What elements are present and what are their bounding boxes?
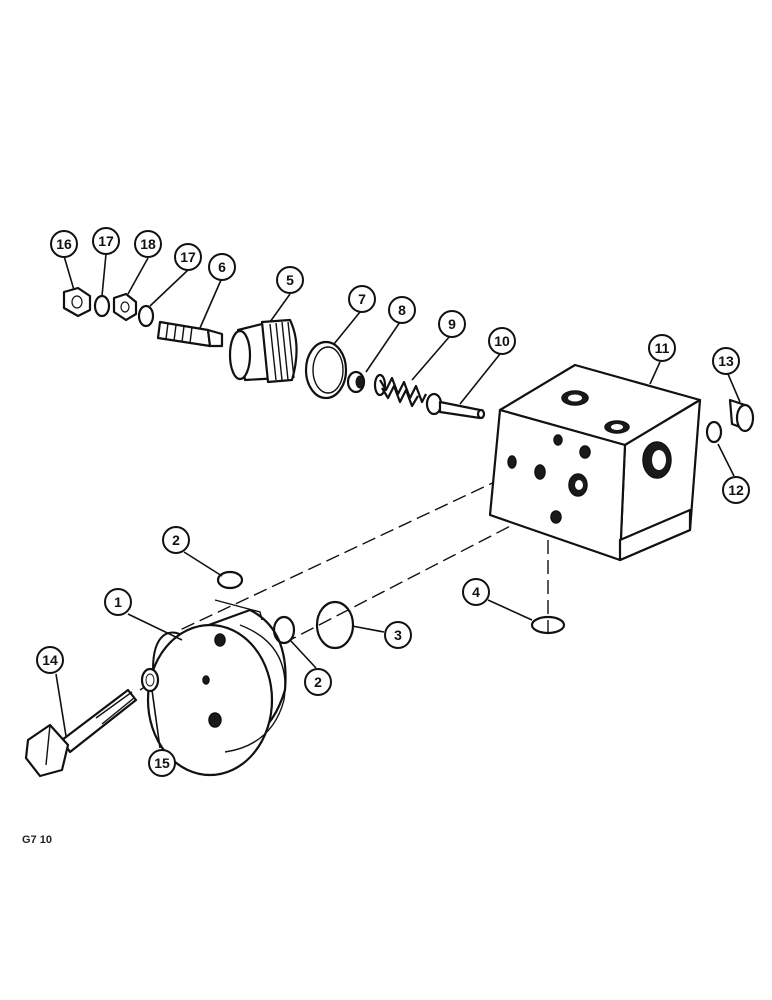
svg-text:5: 5 — [286, 272, 294, 288]
svg-text:6: 6 — [218, 259, 226, 275]
end-cover — [146, 608, 287, 777]
callout-2: 2 — [162, 526, 190, 554]
adjusting-screw — [156, 320, 224, 348]
callout-5: 5 — [276, 266, 304, 294]
callout-13: 13 — [712, 347, 740, 375]
callout-11: 11 — [648, 334, 676, 362]
svg-text:15: 15 — [154, 755, 170, 771]
callout-10: 10 — [488, 327, 516, 355]
callout-3: 3 — [384, 621, 412, 649]
leader-lines — [55, 253, 741, 749]
svg-text:12: 12 — [728, 482, 744, 498]
callout-4: 4 — [462, 578, 490, 606]
bolt — [24, 688, 138, 778]
svg-text:10: 10 — [494, 333, 510, 349]
svg-text:17: 17 — [180, 249, 196, 265]
callout-18: 18 — [134, 230, 162, 258]
callout-15: 15 — [148, 749, 176, 777]
valve-body — [488, 363, 702, 562]
callout-2-b: 2 — [304, 668, 332, 696]
svg-text:1: 1 — [114, 594, 122, 610]
callout-7: 7 — [348, 285, 376, 313]
svg-text:4: 4 — [472, 584, 480, 600]
svg-text:2: 2 — [172, 532, 180, 548]
callout-16: 16 — [50, 230, 78, 258]
washer-15 — [140, 667, 160, 693]
plug-13 — [705, 398, 755, 444]
spring — [373, 373, 427, 408]
svg-text:17: 17 — [98, 233, 114, 249]
callout-17-b: 17 — [174, 243, 202, 271]
svg-text:7: 7 — [358, 291, 366, 307]
callout-6: 6 — [208, 253, 236, 281]
plug-body — [228, 318, 298, 384]
svg-text:9: 9 — [448, 316, 456, 332]
svg-text:13: 13 — [718, 353, 734, 369]
callout-14: 14 — [36, 646, 64, 674]
callout-17: 17 — [92, 227, 120, 255]
nuts-and-washers — [62, 286, 155, 328]
svg-text:14: 14 — [42, 652, 58, 668]
figure-code: G7 10 — [22, 834, 52, 846]
svg-text:18: 18 — [140, 236, 156, 252]
callout-8: 8 — [388, 296, 416, 324]
valve-seat — [346, 370, 366, 394]
o-rings — [214, 570, 566, 650]
svg-text:16: 16 — [56, 236, 72, 252]
poppet — [425, 392, 486, 420]
svg-text:3: 3 — [394, 627, 402, 643]
svg-text:2: 2 — [314, 674, 322, 690]
svg-text:8: 8 — [398, 302, 406, 318]
callout-12: 12 — [722, 476, 750, 504]
callout-9: 9 — [438, 310, 466, 338]
callout-1: 1 — [104, 588, 132, 616]
o-ring-7 — [304, 340, 348, 400]
svg-text:11: 11 — [655, 340, 670, 356]
